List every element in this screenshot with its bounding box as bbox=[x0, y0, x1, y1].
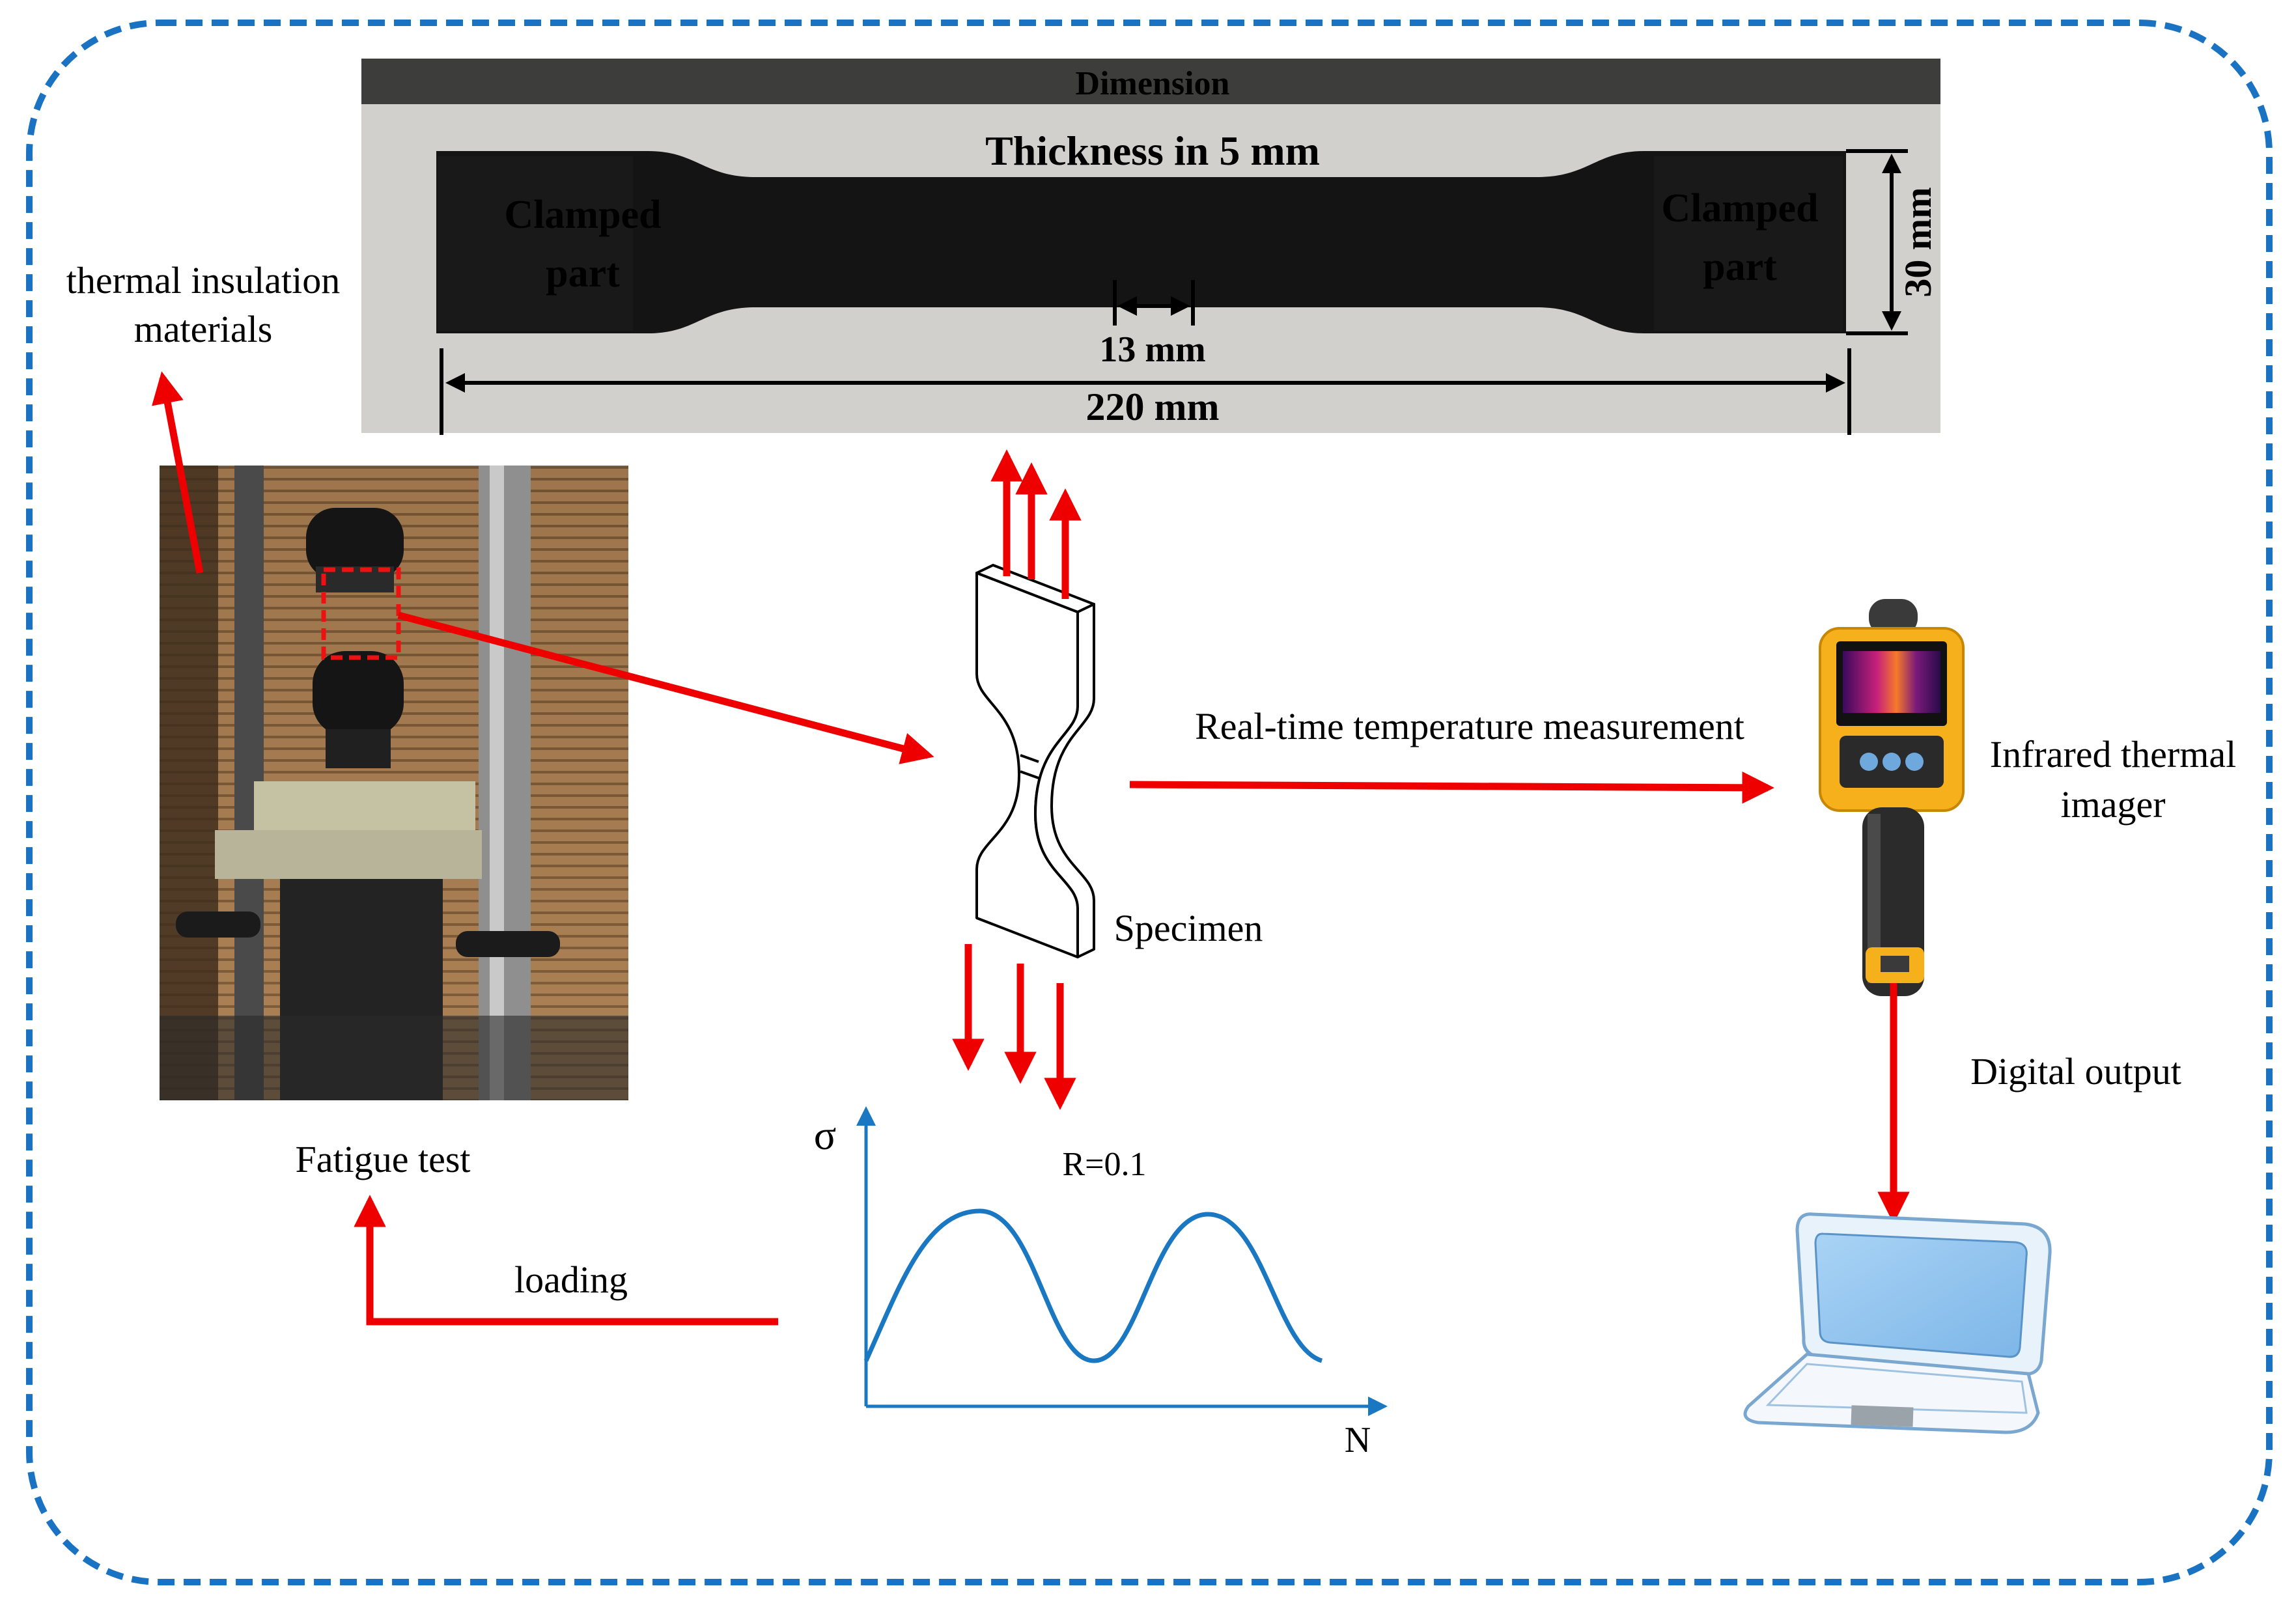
fatigue-test-label: Fatigue test bbox=[295, 1138, 470, 1180]
dashed-frame bbox=[26, 20, 2273, 1585]
specimen-drawing bbox=[975, 564, 1095, 958]
digital-output-label: Digital output bbox=[1970, 1050, 2181, 1092]
insulation-arrow bbox=[152, 371, 204, 574]
gauge-dimension bbox=[1113, 280, 1195, 326]
clamped-left-label: Clamped bbox=[504, 193, 661, 237]
load-curve bbox=[863, 1208, 1323, 1363]
loading-chart bbox=[856, 1106, 1388, 1416]
stress-ratio-label: R=0.1 bbox=[1062, 1146, 1146, 1183]
insulation-label-2: materials bbox=[134, 308, 273, 350]
thickness-label: Thickness in 5 mm bbox=[985, 128, 1320, 174]
length-dimension bbox=[440, 348, 1851, 435]
height-label: 30 mm bbox=[1897, 187, 1939, 297]
specimen-shape bbox=[436, 151, 1846, 333]
specimen-photo bbox=[361, 59, 1940, 433]
clamp-to-specimen-arrow bbox=[397, 611, 934, 764]
loading-arrow bbox=[354, 1195, 778, 1326]
fatigue-machine-photo bbox=[160, 466, 628, 1100]
thermal-imager-icon bbox=[1819, 599, 1965, 996]
loading-label: loading bbox=[514, 1259, 628, 1301]
sigma-axis-label: σ bbox=[814, 1112, 837, 1158]
clamped-right-label-2: part bbox=[1703, 245, 1777, 289]
clamped-left-label-2: part bbox=[546, 251, 620, 296]
tension-arrows-down bbox=[952, 944, 1076, 1110]
total-length-label: 220 mm bbox=[1086, 385, 1220, 428]
tension-arrows-up bbox=[990, 449, 1082, 599]
dimension-title: Dimension bbox=[1076, 65, 1230, 102]
clamp-highlight-box bbox=[321, 567, 401, 660]
gauge-width-label: 13 mm bbox=[1099, 329, 1205, 370]
specimen-label: Specimen bbox=[1114, 907, 1263, 949]
clamped-right-label: Clamped bbox=[1661, 186, 1818, 230]
laptop-icon bbox=[1743, 1212, 2052, 1434]
height-dimension bbox=[1846, 149, 1908, 335]
specimen-to-imager-arrow bbox=[1129, 772, 1774, 804]
realtime-label: Real-time temperature measurement bbox=[1195, 705, 1744, 747]
insulation-label: thermal insulation bbox=[66, 259, 340, 301]
imager-label: Infrared thermal bbox=[1990, 733, 2236, 775]
imager-label-2: imager bbox=[2060, 783, 2165, 826]
n-axis-label: N bbox=[1345, 1420, 1371, 1460]
